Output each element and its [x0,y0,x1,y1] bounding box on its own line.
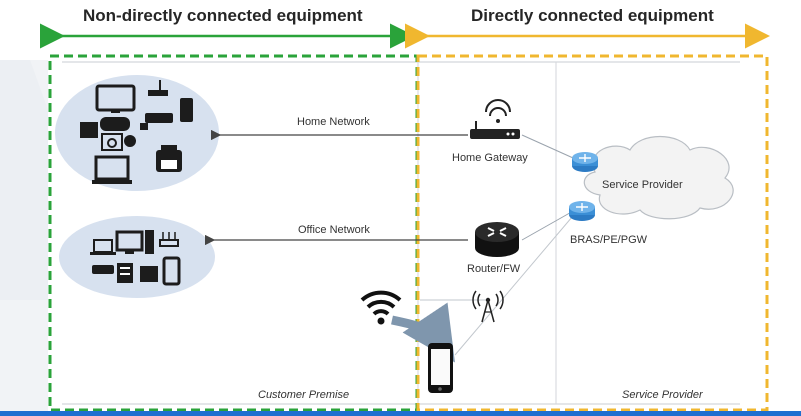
provider-router-2 [569,201,595,221]
service-provider-cloud [583,135,734,220]
office-devices-ellipse [59,216,215,298]
background-diagonal [0,60,48,300]
header-direct: Directly connected equipment [471,6,714,25]
wifi-icon [360,290,402,325]
bras-label: BRAS/PE/PGW [570,234,648,246]
home-devices-ellipse [55,75,219,191]
home-network-label: Home Network [297,116,370,128]
home-gateway-label: Home Gateway [452,152,528,164]
wifi-arrow [391,302,455,363]
box-non-direct [48,54,419,412]
bottom-bar [0,411,801,416]
header-non-direct: Non-directly connected equipment [83,6,363,25]
office-devices-icons [90,230,181,286]
cloud-label: Service Provider [602,179,683,191]
provider-router-1 [572,152,598,172]
antenna-icon [472,290,504,323]
home-devices-icons [80,80,193,184]
router-fw-icon [475,222,519,257]
smartphone-icon [428,343,453,393]
service-provider-zone-label: Service Provider [622,389,703,401]
router-fw-label: Router/FW [467,263,521,275]
office-network-label: Office Network [298,224,370,236]
customer-premise-label: Customer Premise [258,389,350,401]
home-gateway-icon [470,99,520,139]
box-direct [416,54,769,412]
